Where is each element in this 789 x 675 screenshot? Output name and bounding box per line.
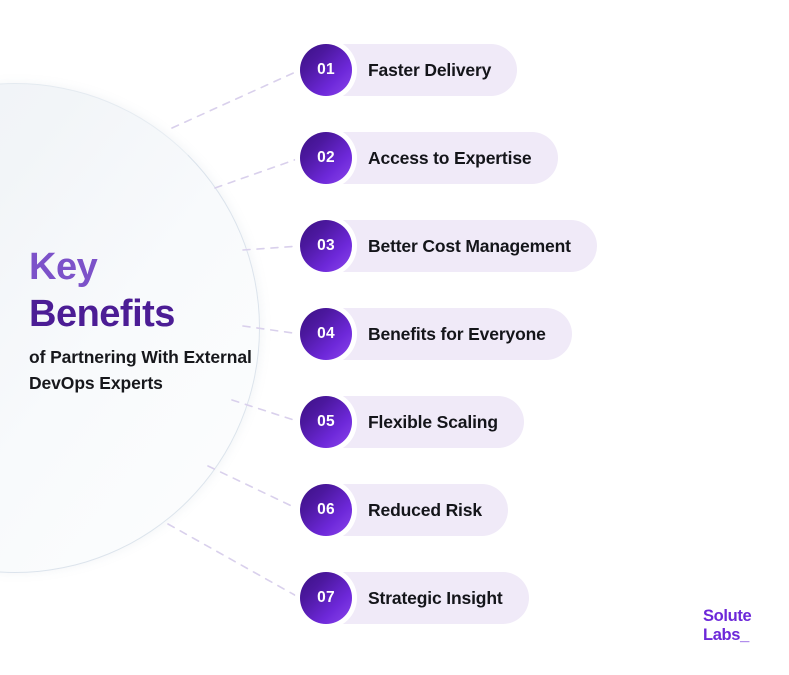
benefit-item-3[interactable]: Better Cost Management 03 [300,220,597,272]
benefit-label-4: Benefits for Everyone [368,323,546,344]
benefit-item-6[interactable]: Reduced Risk 06 [300,484,508,536]
benefit-number-5: 05 [317,413,335,430]
benefit-number-badge-6: 06 [300,484,352,536]
heading-subtitle: of Partnering With External DevOps Exper… [29,347,252,393]
benefit-label-2: Access to Expertise [368,147,532,168]
connector-line-6 [207,465,301,511]
benefit-number-badge-4: 04 [300,308,352,360]
benefit-number-badge-7: 07 [300,572,352,624]
benefit-number-2: 02 [317,149,335,166]
benefit-label-6: Reduced Risk [368,499,482,520]
heading-line-2: Benefits [29,293,175,335]
logo-line-2: Labs_ [703,626,749,644]
benefit-item-7[interactable]: Strategic Insight 07 [300,572,529,624]
benefit-number-6: 06 [317,501,335,518]
logo-line-1: Solute [703,607,752,625]
benefit-label-5: Flexible Scaling [368,411,498,432]
benefit-number-3: 03 [317,237,335,254]
benefit-number-badge-5: 05 [300,396,352,448]
benefit-number-badge-1: 01 [300,44,352,96]
benefit-label-3: Better Cost Management [368,235,571,256]
benefit-item-4[interactable]: Benefits for Everyone 04 [300,308,572,360]
benefit-number-badge-3: 03 [300,220,352,272]
connector-line-7 [167,523,301,599]
connector-line-2 [214,157,301,189]
benefit-number-badge-2: 02 [300,132,352,184]
benefit-item-2[interactable]: Access to Expertise 02 [300,132,558,184]
benefit-item-5[interactable]: Flexible Scaling 05 [300,396,524,448]
page-title: Key Benefits of Partnering With External… [29,244,259,396]
heading-line-1: Key [29,246,98,288]
benefit-item-1[interactable]: Faster Delivery 01 [300,44,518,96]
benefit-label-7: Strategic Insight [368,587,503,608]
benefit-label-1: Faster Delivery [368,59,492,80]
benefit-number-1: 01 [317,61,335,78]
benefit-number-4: 04 [317,325,335,342]
benefit-number-7: 07 [317,589,335,606]
solutelabs-logo[interactable]: Solute Labs_ [703,607,752,645]
connector-line-1 [171,69,301,129]
